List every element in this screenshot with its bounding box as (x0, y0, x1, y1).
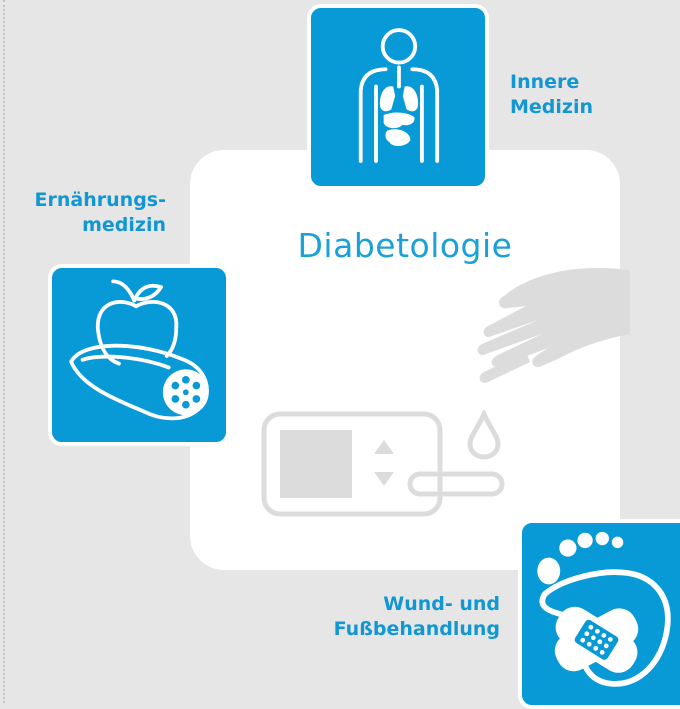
inner-medicine-line2: Medizin (510, 96, 594, 118)
nutrition-medicine-label: Ernährungs- medizin (0, 188, 166, 238)
wound-foot-label: Wund- und Fußbehandlung (250, 592, 500, 642)
wound-foot-line2: Fußbehandlung (333, 618, 500, 640)
glucose-meter-icon (261, 411, 505, 517)
human-organs-icon (358, 28, 440, 163)
apple-cucumber-icon (69, 279, 209, 421)
inner-medicine-label: Innere Medizin (510, 70, 593, 120)
foot-bandage-icon (537, 531, 671, 687)
hand-icon (477, 268, 630, 383)
blood-drop-icon (467, 410, 501, 460)
center-title: Diabetologie (297, 226, 513, 265)
wound-foot-tile (518, 519, 680, 709)
dotted-left-border (3, 0, 5, 703)
nutrition-medicine-line2: medizin (82, 214, 166, 236)
inner-medicine-tile (307, 4, 489, 190)
nutrition-medicine-line1: Ernährungs- (34, 189, 166, 211)
nutrition-medicine-tile (48, 264, 230, 446)
wound-foot-line1: Wund- und (383, 593, 500, 615)
inner-medicine-line1: Innere (510, 71, 580, 93)
